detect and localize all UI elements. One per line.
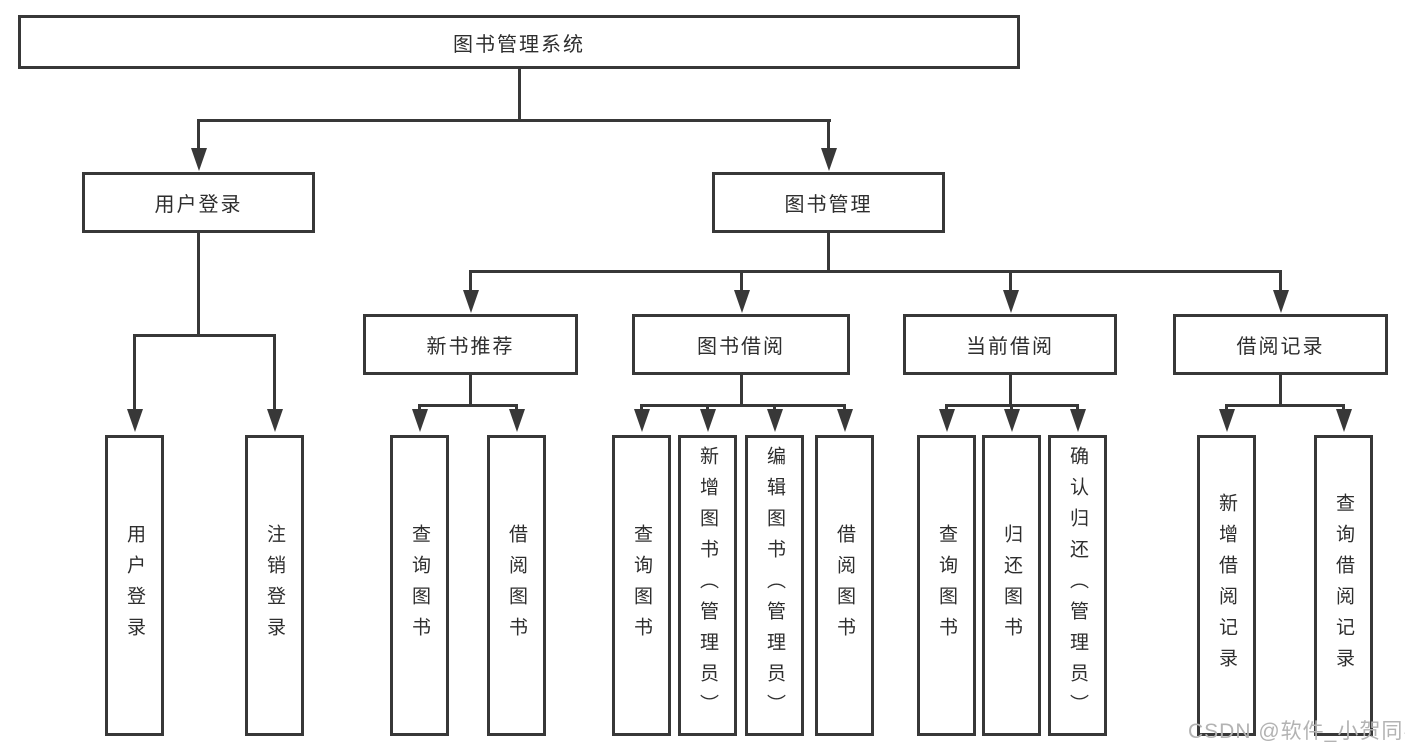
node-user-login-leaf: 用户登录 (105, 435, 164, 736)
connector-line (1009, 270, 1012, 292)
node-query-borrow-record: 查询借阅记录 (1314, 435, 1373, 736)
connector-line (469, 270, 1282, 273)
connector-line (469, 270, 472, 292)
connector-line (640, 404, 846, 407)
arrow-down-icon (191, 148, 207, 171)
arrow-down-icon (837, 409, 853, 432)
node-borrow-books-borrowing: 借阅图书 (815, 435, 874, 736)
node-return-books: 归还图书 (982, 435, 1041, 736)
connector-line (273, 334, 276, 412)
connector-line (197, 119, 831, 122)
node-borrowing-records: 借阅记录 (1173, 314, 1388, 375)
node-query-books-borrowing: 查询图书 (612, 435, 671, 736)
watermark-text: CSDN @软件_小贺同学 (1188, 720, 1405, 743)
node-new-book-recommend: 新书推荐 (363, 314, 578, 375)
node-logout: 注销登录 (245, 435, 304, 736)
connector-line (1225, 404, 1345, 407)
node-user-login: 用户登录 (82, 172, 315, 233)
arrow-down-icon (634, 409, 650, 432)
connector-line (1009, 374, 1012, 407)
arrow-down-icon (734, 290, 750, 313)
arrow-down-icon (412, 409, 428, 432)
node-current-borrowing: 当前借阅 (903, 314, 1117, 375)
connector-line (827, 119, 830, 151)
node-borrow-books-recommend: 借阅图书 (487, 435, 546, 736)
arrow-down-icon (700, 409, 716, 432)
node-confirm-return-admin: 确认归还（管理员） (1048, 435, 1107, 736)
node-query-books-current: 查询图书 (917, 435, 976, 736)
connector-line (827, 232, 830, 272)
node-add-books-admin: 新增图书（管理员） (678, 435, 737, 736)
connector-line (740, 374, 743, 407)
node-book-borrowing: 图书借阅 (632, 314, 850, 375)
connector-line (740, 270, 743, 292)
arrow-down-icon (463, 290, 479, 313)
arrow-down-icon (127, 409, 143, 432)
arrow-down-icon (1273, 290, 1289, 313)
arrow-down-icon (1336, 409, 1352, 432)
arrow-down-icon (1070, 409, 1086, 432)
connector-line (518, 68, 521, 121)
arrow-down-icon (767, 409, 783, 432)
arrow-down-icon (267, 409, 283, 432)
node-book-management: 图书管理 (712, 172, 945, 233)
arrow-down-icon (939, 409, 955, 432)
arrow-down-icon (1219, 409, 1235, 432)
arrow-down-icon (1003, 290, 1019, 313)
node-edit-books-admin: 编辑图书（管理员） (745, 435, 804, 736)
connector-line (1279, 270, 1282, 292)
arrow-down-icon (509, 409, 525, 432)
node-book-management-system: 图书管理系统 (18, 15, 1020, 69)
connector-line (197, 119, 200, 151)
connector-line (1279, 374, 1282, 407)
connector-line (133, 334, 136, 412)
connector-line (197, 232, 200, 336)
arrow-down-icon (821, 148, 837, 171)
connector-line (469, 374, 472, 407)
connector-line (418, 404, 518, 407)
node-query-books-recommend: 查询图书 (390, 435, 449, 736)
connector-line (133, 334, 276, 337)
arrow-down-icon (1004, 409, 1020, 432)
node-add-borrow-record: 新增借阅记录 (1197, 435, 1256, 736)
